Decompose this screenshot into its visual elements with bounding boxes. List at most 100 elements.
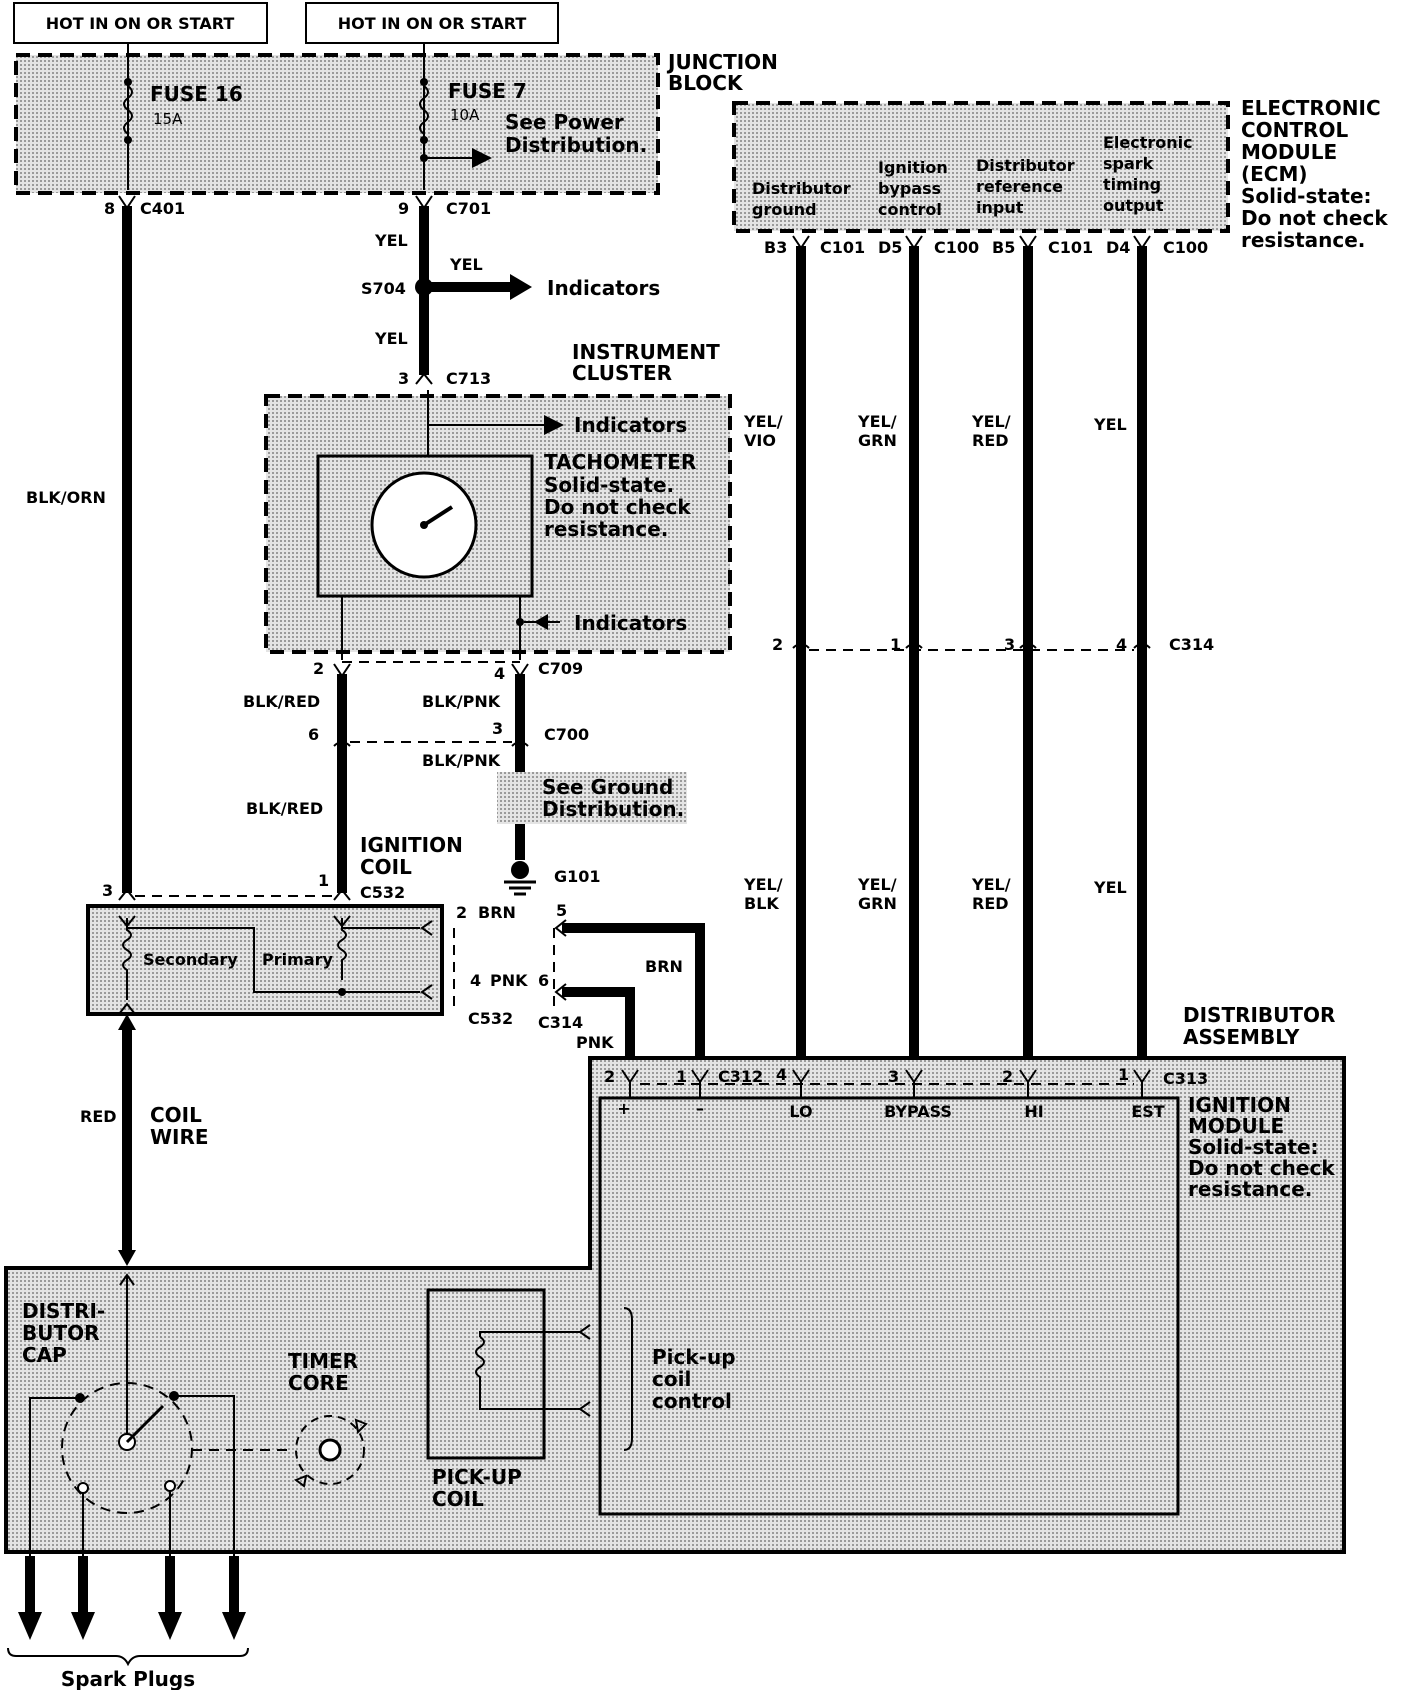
c701-pin: 9	[398, 199, 409, 218]
coil-wire-label-2: WIRE	[150, 1125, 209, 1149]
c313-pin-c: 2	[1002, 1067, 1013, 1086]
c532-pin-c: 2	[456, 903, 467, 922]
module-pin-plus: +	[617, 1099, 630, 1118]
c709-pin-b: 4	[494, 664, 505, 683]
wire-label-yel-top: YEL	[374, 231, 408, 250]
wire-label-pnk-b: PNK	[576, 1033, 614, 1052]
ignition-module-note-1: Solid-state:	[1188, 1135, 1319, 1159]
c532-top-label: C532	[360, 883, 405, 902]
ecm-pin-b5: B5	[992, 238, 1015, 257]
ecm-title-2: CONTROL	[1241, 118, 1348, 142]
ignition-module	[598, 1096, 1180, 1516]
ignition-module-note-2: Do not check	[1188, 1156, 1335, 1180]
timer-core-icon	[293, 1415, 368, 1488]
wire-label-blk-red-1: BLK/RED	[243, 692, 320, 711]
wire-label-yel-mid: YEL	[374, 329, 408, 348]
c314-ecm-pin2: 1	[890, 635, 901, 654]
power-label-right: HOT IN ON OR START	[305, 2, 559, 44]
wire-blk-red	[333, 663, 351, 901]
wire-label-yel-vio: YEL/VIO	[743, 412, 783, 450]
c532-pin-b: 1	[318, 871, 329, 890]
ecm-note-1: Solid-state:	[1241, 184, 1372, 208]
ecm-pin3-line3: input	[976, 198, 1024, 217]
junction-block-title-2: BLOCK	[668, 71, 744, 95]
wire-label-yel-red-2: YEL/RED	[971, 875, 1011, 913]
ecm-c101-a: C101	[820, 238, 865, 257]
svg-text:HOT IN ON OR START: HOT IN ON OR START	[46, 14, 235, 33]
pickup-coil	[426, 1288, 591, 1460]
tach-note-3: resistance.	[544, 517, 668, 541]
ecm-wires	[792, 235, 1151, 1070]
wire-label-yel-grn-2: YEL/GRN	[857, 875, 897, 913]
c312-pin-a: 2	[604, 1067, 615, 1086]
ecm-pin-d4: D4	[1106, 238, 1130, 257]
ecm-pin2-line3: control	[878, 200, 942, 219]
c700-pin-b: 3	[492, 719, 503, 738]
wire-label-yel-branch: YEL	[449, 255, 483, 274]
c313-pin-b: 3	[888, 1067, 899, 1086]
fuse16-name: FUSE 16	[150, 82, 243, 106]
ecm-pin-b3: B3	[764, 238, 787, 257]
wire-label-pnk-a: PNK	[490, 971, 528, 990]
pickup-control-1: Pick-up	[652, 1345, 736, 1369]
ecm-title-4: (ECM)	[1241, 162, 1308, 186]
c713-pin: 3	[398, 369, 409, 388]
distributor-cap-label-2: BUTOR	[22, 1321, 100, 1345]
module-pin-est: EST	[1131, 1102, 1164, 1121]
tach-note-2: Do not check	[544, 495, 691, 519]
c401-label: C401	[140, 199, 185, 218]
g101-label: G101	[554, 867, 601, 886]
wire-yel-fuse7	[415, 195, 532, 385]
ecm-title-3: MODULE	[1241, 140, 1337, 164]
spark-plug-leads	[7, 1556, 249, 1667]
ground-note-2: Distribution.	[542, 797, 684, 821]
c314-bottom-label: C314	[538, 1013, 583, 1032]
ecm-pin1-line1: Distributor	[752, 179, 851, 198]
power-dist-note-2: Distribution.	[505, 133, 647, 157]
c532-pin-a: 3	[102, 881, 113, 900]
c314-pin-b: 6	[538, 971, 549, 990]
ignition-coil-title-2: COIL	[360, 855, 412, 879]
power-label-left: HOT IN ON OR START	[13, 2, 268, 44]
module-pin-lo: LO	[789, 1102, 812, 1121]
c313-label: C313	[1163, 1069, 1208, 1088]
ignition-coil: Secondary Primary	[86, 904, 444, 1016]
wire-label-red: RED	[80, 1107, 117, 1126]
c312-pin-b: 1	[676, 1067, 687, 1086]
c314-ecm-label: C314	[1169, 635, 1214, 654]
ground-note-1: See Ground	[542, 775, 673, 799]
indicators-label-main: Indicators	[547, 276, 660, 300]
fuse7-icon	[419, 85, 429, 135]
c314-pin-a: 5	[556, 901, 567, 920]
ecm-pin4-line2: spark	[1103, 154, 1154, 173]
wire-label-brn-a: BRN	[478, 903, 516, 922]
ecm: Distributor ground Ignition bypass contr…	[732, 101, 1230, 233]
instrument-cluster: INSTRUMENT CLUSTER Indicators TACHOMETER…	[264, 340, 732, 660]
module-pin-bypass: BYPASS	[884, 1102, 952, 1121]
pickup-control-bracket	[623, 1307, 633, 1451]
fuse16-icon	[123, 85, 133, 135]
wire-blk-pnk	[511, 663, 529, 860]
ecm-note-3: resistance.	[1241, 228, 1365, 252]
timer-core-label-1: TIMER	[288, 1349, 358, 1373]
coil-wire-label-1: COIL	[150, 1103, 202, 1127]
module-pin-hi: HI	[1024, 1102, 1043, 1121]
c713-label: C713	[446, 369, 491, 388]
ecm-c100-a: C100	[934, 238, 979, 257]
ignition-module-title-1: IGNITION	[1188, 1093, 1291, 1117]
pickup-coil-label-1: PICK-UP	[432, 1465, 522, 1489]
ecm-title-1: ELECTRONIC	[1241, 96, 1381, 120]
distributor-cap	[29, 1273, 290, 1560]
indicators-label-cluster-top: Indicators	[574, 413, 687, 437]
c313-pin-d: 1	[1118, 1065, 1129, 1084]
wire-label-blk-pnk-2: BLK/PNK	[422, 751, 501, 770]
ecm-c101-b: C101	[1048, 238, 1093, 257]
ecm-pin4-line3: timing	[1103, 175, 1161, 194]
coil-wire	[118, 1014, 136, 1266]
fuse7-rating: 10A	[450, 106, 480, 124]
wire-label-yel-2: YEL	[1093, 878, 1127, 897]
c314-ecm-pin3: 3	[1004, 635, 1015, 654]
coil-secondary-label: Secondary	[143, 950, 238, 969]
wire-pnk	[554, 983, 635, 1068]
ecm-note-2: Do not check	[1241, 206, 1388, 230]
